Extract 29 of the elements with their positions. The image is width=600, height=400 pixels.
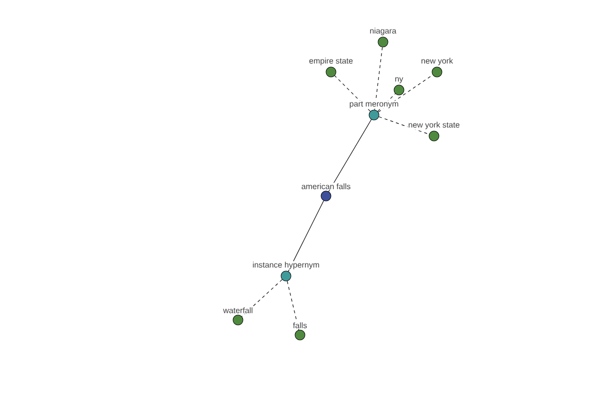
node-circle xyxy=(428,130,440,142)
connector-line xyxy=(377,93,396,112)
node-circle xyxy=(378,36,388,48)
connector-line xyxy=(334,75,371,112)
connector-line xyxy=(378,74,433,112)
node-label: empire state xyxy=(308,57,354,66)
connector-line xyxy=(378,116,430,135)
node-circle xyxy=(394,84,404,96)
node-label: instance hypernym xyxy=(252,261,320,270)
node-circle xyxy=(368,110,380,120)
node-circle xyxy=(294,330,306,340)
connector-line xyxy=(328,119,372,192)
node-circle xyxy=(432,66,442,78)
node-circle xyxy=(320,190,332,202)
node-circle xyxy=(232,314,244,326)
connector-line xyxy=(374,46,383,110)
node-label: american falls xyxy=(300,182,352,190)
node-circle xyxy=(280,270,292,282)
node-label: falls xyxy=(292,322,308,329)
node-label: ny xyxy=(394,76,404,84)
connector-line xyxy=(286,280,300,330)
node-label: new york xyxy=(420,57,454,66)
connector-line xyxy=(242,279,282,317)
connector-line xyxy=(288,200,324,272)
node-circle xyxy=(326,66,336,78)
node-label: niagara xyxy=(369,27,397,36)
node-label: part meronym xyxy=(348,100,400,109)
node-label: new york state xyxy=(408,121,460,130)
node-label: waterfall xyxy=(222,306,254,314)
